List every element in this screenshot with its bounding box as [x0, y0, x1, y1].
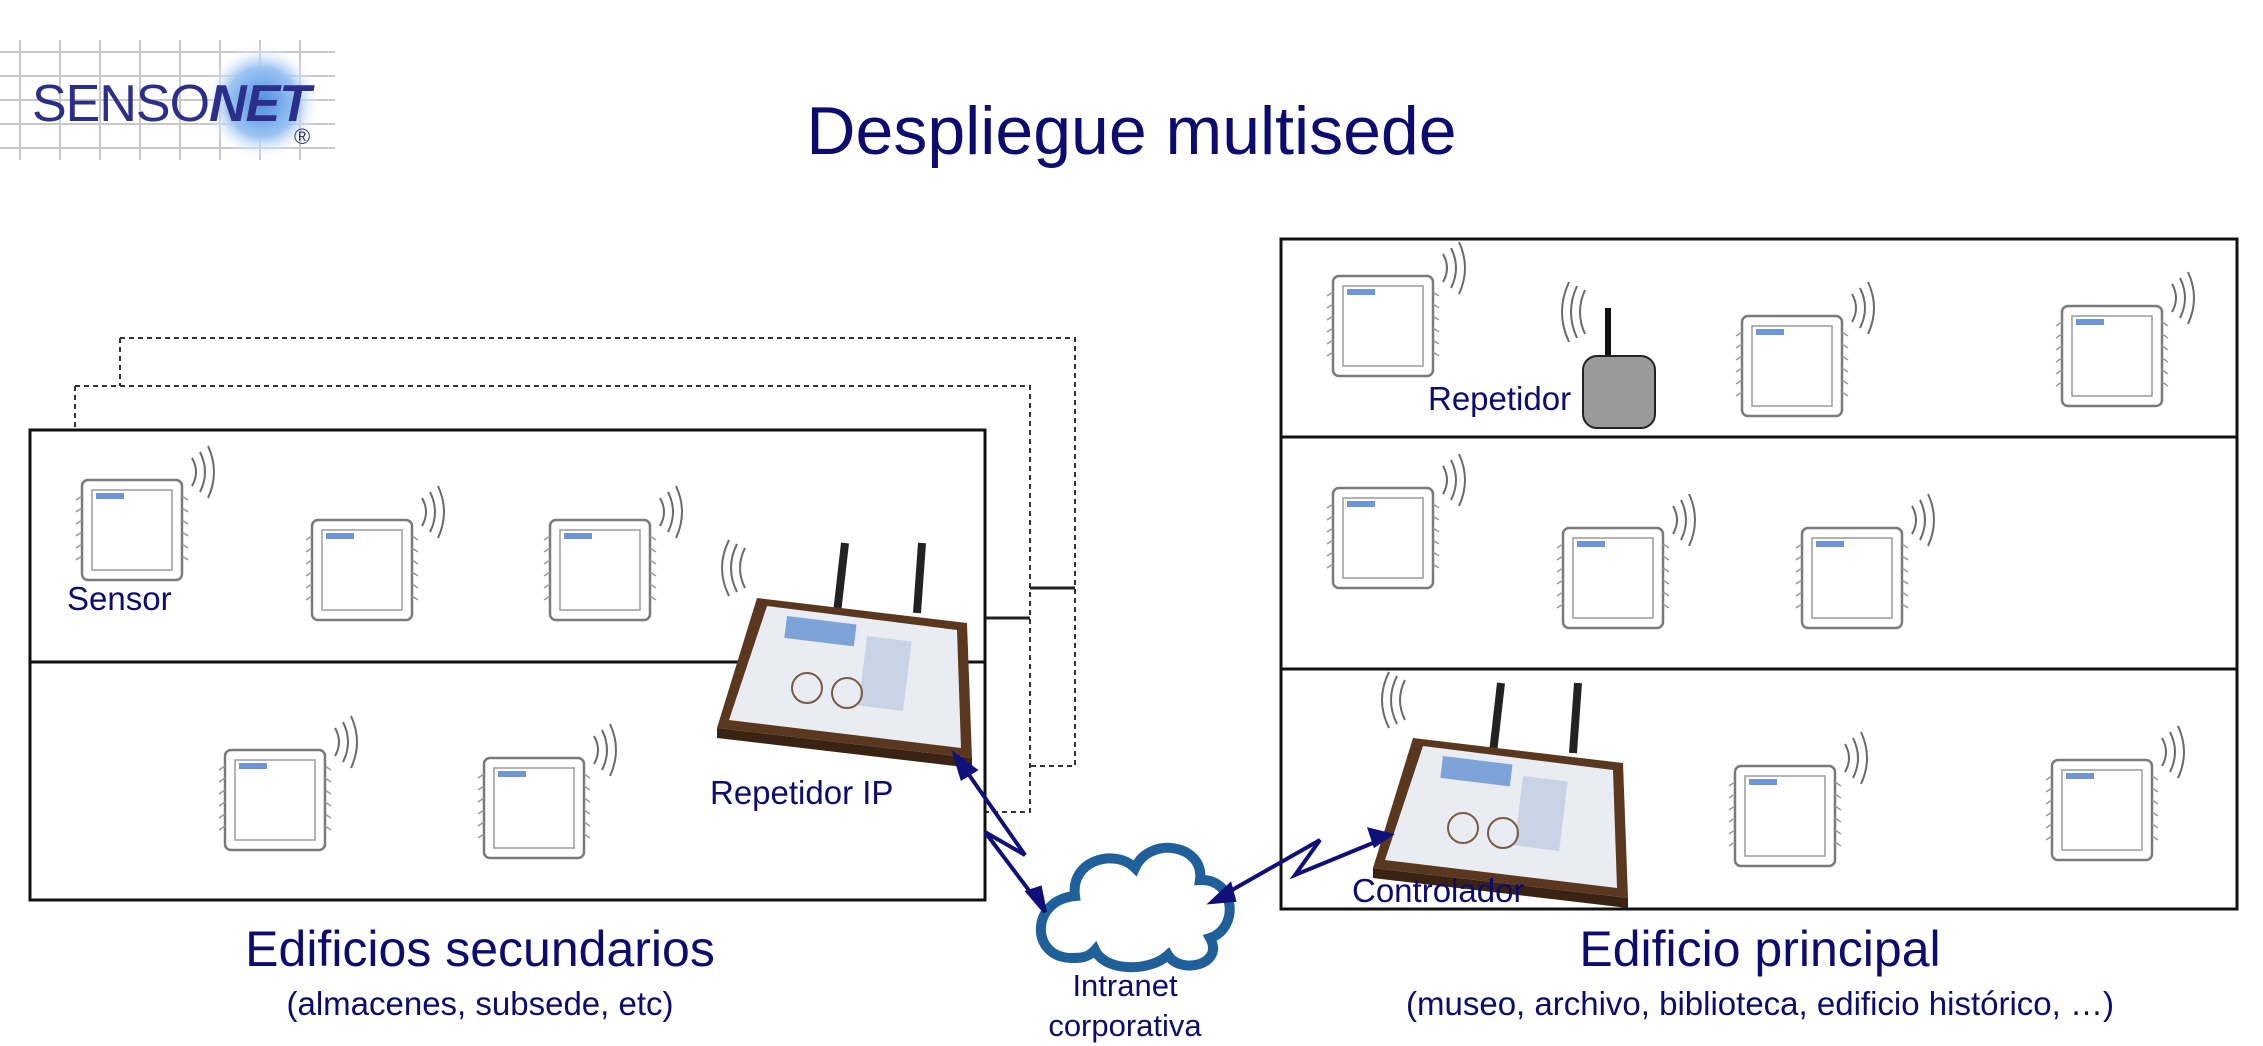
repeater-label: Repetidor [1428, 380, 1572, 417]
cloud-label: Intranet corporativa [1000, 966, 1250, 1046]
repeater-ip-device-icon [717, 540, 972, 768]
cloud-label-line2: corporativa [1048, 1008, 1202, 1043]
sensonet-logo: SENSONET ® [0, 40, 335, 160]
page-title: Despliegue multisede [806, 93, 1457, 169]
cloud-label-line1: Intranet [1072, 968, 1178, 1003]
secondary-building-back-outline [120, 337, 1076, 767]
controller-label: Controlador [1352, 872, 1525, 909]
network-link-left [951, 749, 1047, 914]
secondary-building-mid-outline [75, 385, 1031, 813]
cloud-icon [1035, 842, 1235, 973]
logo-grid-icon [0, 40, 335, 160]
controller-device-icon [1373, 671, 1628, 908]
main-building-subtitle: (museo, archivo, biblioteca, edificio hi… [1406, 985, 2114, 1022]
secondary-buildings-title: Edificios secundarios [245, 921, 715, 977]
network-link-right [1206, 827, 1395, 905]
repeater-icon [1561, 281, 1656, 429]
main-building-title: Edificio principal [1579, 921, 1941, 977]
logo-text: SENSONET [32, 75, 311, 133]
repeater-ip-label: Repetidor IP [710, 774, 894, 811]
logo-registered-mark: ® [294, 124, 311, 149]
secondary-buildings-subtitle: (almacenes, subsede, etc) [286, 985, 674, 1022]
sensor-label: Sensor [67, 580, 172, 617]
